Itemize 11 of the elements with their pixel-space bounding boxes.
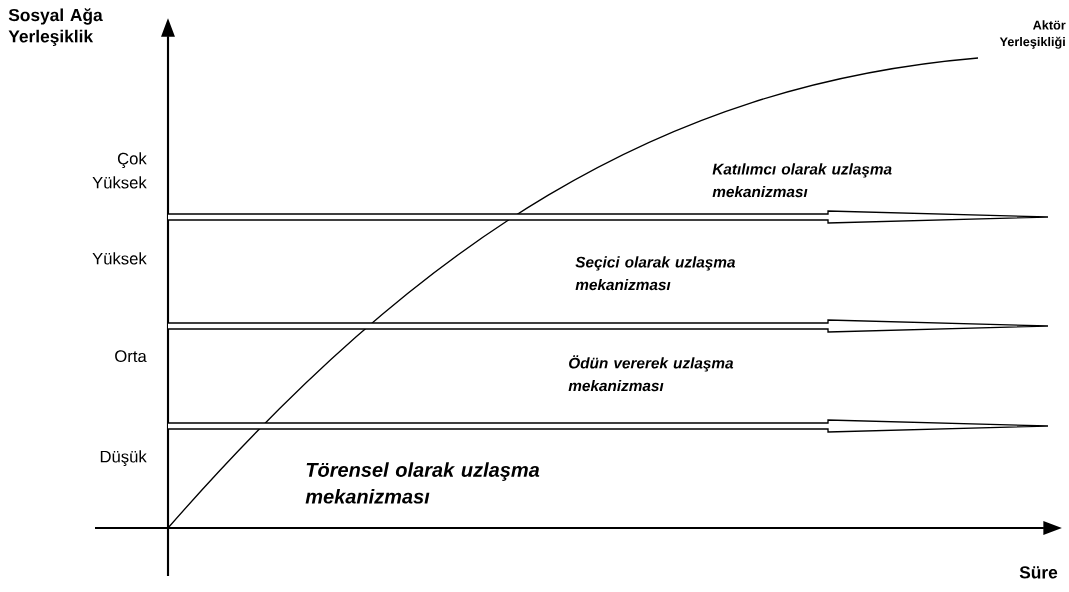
region-label: Katılımcı olarak uzlaşma mekanizması xyxy=(712,163,892,198)
region-label: Ödün vererek uzlaşma mekanizması xyxy=(568,355,734,392)
level-label: Düşük xyxy=(100,450,147,466)
curve-label: Aktör Yerleşikliği xyxy=(999,20,1066,49)
region-label: Seçici olarak uzlaşma mekanizması xyxy=(575,256,736,291)
level-label: Yüksek xyxy=(92,252,147,265)
level-label: Orta xyxy=(115,350,147,363)
region-label: Törensel olarak uzlaşma mekanizması xyxy=(305,462,540,504)
axis-title: Sosyal Ağa Yerleşiklik xyxy=(8,8,103,46)
level-label: Çok Yüksek xyxy=(92,152,147,189)
axis-title: Süre xyxy=(1019,566,1058,579)
